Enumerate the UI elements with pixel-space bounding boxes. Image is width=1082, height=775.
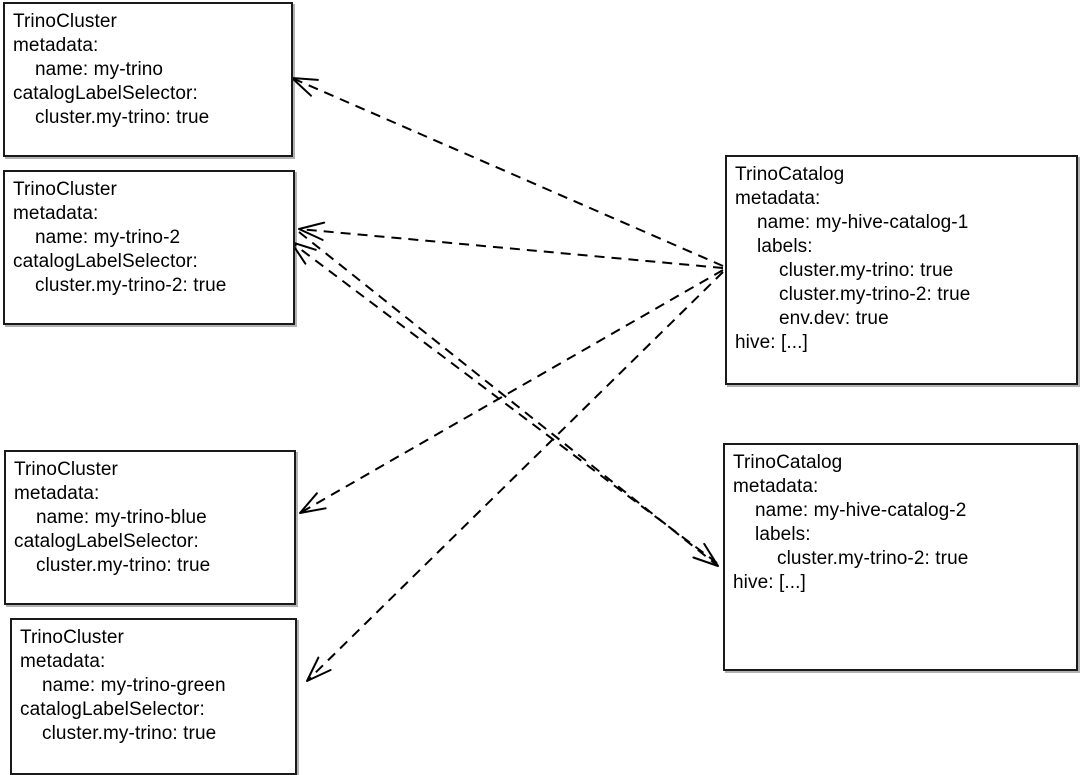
edge-line xyxy=(291,77,724,267)
node-text-line: metadata: xyxy=(13,35,99,56)
node-text-line: catalogLabelSelector: xyxy=(14,531,199,552)
node-cluster-my-trino-blue[interactable]: TrinoCluster metadata: name: my-trino-blue… xyxy=(4,450,296,605)
node-body: TrinoCluster metadata: name: my-trino-2 cat… xyxy=(5,172,293,298)
edge-arrowhead xyxy=(298,221,326,241)
edge-cluster-my-trino-2-to-catalog2 xyxy=(298,231,719,567)
node-text-line: metadata: xyxy=(733,476,819,497)
node-text-line: name: my-trino-blue xyxy=(36,507,207,528)
node-text-line: labels: xyxy=(755,524,811,545)
node-catalog-my-hive-catalog-1[interactable]: TrinoCatalog metadata: name: my-hive-catal… xyxy=(725,155,1078,385)
edge-arrowhead xyxy=(306,656,332,682)
node-kind-label: TrinoCluster xyxy=(20,627,124,648)
node-text-line: metadata: xyxy=(14,483,100,504)
edge-line xyxy=(298,231,719,567)
node-kind-label: TrinoCluster xyxy=(13,11,117,32)
edge-arrowhead xyxy=(692,542,719,567)
node-text-line: cluster.my-trino-2: true xyxy=(779,284,971,305)
edge-catalog1-to-cluster-my-trino-green xyxy=(306,271,724,682)
node-text-line: cluster.my-trino: true xyxy=(42,723,217,744)
edge-line xyxy=(299,269,724,514)
node-body: TrinoCluster metadata: name: my-trino-blue… xyxy=(6,452,294,578)
node-text-line: cluster.my-trino: true xyxy=(35,107,210,128)
node-text-line: catalogLabelSelector: xyxy=(13,83,198,104)
edge-catalog1-to-cluster-my-trino-2-a xyxy=(298,221,724,269)
node-text-line: hive: [...] xyxy=(733,572,806,593)
edge-arrowhead xyxy=(299,492,327,514)
node-kind-label: TrinoCluster xyxy=(14,459,118,480)
node-text-line: metadata: xyxy=(20,651,106,672)
node-text-line: catalogLabelSelector: xyxy=(20,699,205,720)
node-body: TrinoCatalog metadata: name: my-hive-catal… xyxy=(725,445,1076,595)
node-text-line: hive: [...] xyxy=(735,332,808,353)
node-body: TrinoCatalog metadata: name: my-hive-catal… xyxy=(727,157,1076,355)
node-cluster-my-trino-green[interactable]: TrinoCluster metadata: name: my-trino-gree… xyxy=(10,618,297,775)
node-text-line: cluster.my-trino-2: true xyxy=(35,275,227,296)
node-text-line: name: my-trino xyxy=(35,59,164,80)
node-kind-label: TrinoCatalog xyxy=(735,164,845,185)
edge-catalog1-to-cluster-my-trino xyxy=(291,77,724,267)
node-text-line: cluster.my-trino: true xyxy=(36,555,211,576)
node-text-line: env.dev: true xyxy=(779,308,889,329)
edge-arrowhead xyxy=(291,77,319,97)
edge-line xyxy=(306,271,724,682)
node-cluster-my-trino[interactable]: TrinoCluster metadata: name: my-trino catal… xyxy=(3,2,293,157)
node-text-line: cluster.my-trino: true xyxy=(779,260,954,281)
edge-catalog1-to-cluster-my-trino-blue xyxy=(299,269,724,514)
node-cluster-my-trino-2[interactable]: TrinoCluster metadata: name: my-trino-2 cat… xyxy=(3,170,295,325)
node-body: TrinoCluster metadata: name: my-trino-gree… xyxy=(12,620,295,746)
node-text-line: metadata: xyxy=(13,203,99,224)
node-text-line: labels: xyxy=(757,236,813,257)
node-text-line: name: my-trino-2 xyxy=(35,227,181,248)
node-text-line: metadata: xyxy=(735,188,821,209)
node-text-line: cluster.my-trino-2: true xyxy=(777,548,969,569)
node-text-line: catalogLabelSelector: xyxy=(13,251,198,272)
edge-line xyxy=(298,228,724,269)
node-body: TrinoCluster metadata: name: my-trino catal… xyxy=(5,4,291,130)
edge-line xyxy=(290,241,718,564)
node-kind-label: TrinoCluster xyxy=(13,179,117,200)
node-text-line: name: my-hive-catalog-2 xyxy=(755,500,967,521)
node-catalog-my-hive-catalog-2[interactable]: TrinoCatalog metadata: name: my-hive-catal… xyxy=(723,443,1078,671)
node-text-line: name: my-trino-green xyxy=(42,675,226,696)
node-text-line: name: my-hive-catalog-1 xyxy=(757,212,969,233)
node-kind-label: TrinoCatalog xyxy=(733,452,843,473)
edge-catalog2-to-cluster-my-trino-2 xyxy=(290,241,718,564)
